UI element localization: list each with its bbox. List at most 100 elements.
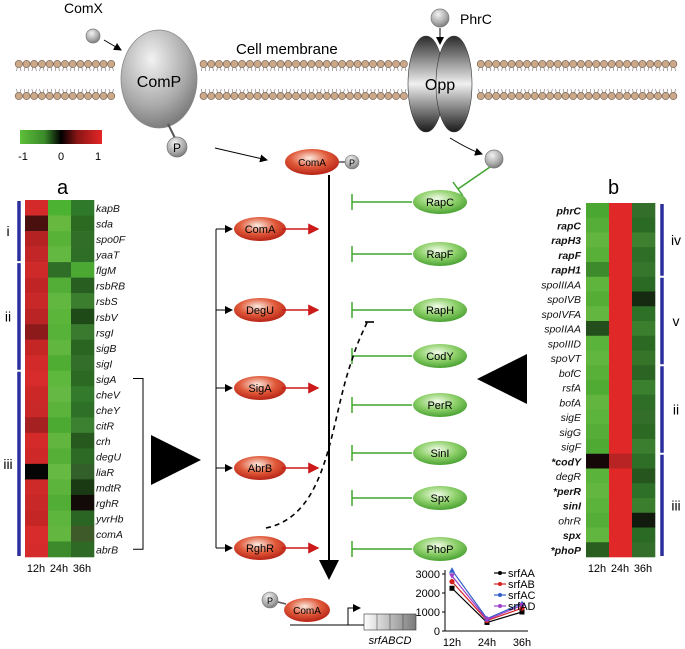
comx-arrow: [103, 39, 122, 51]
lipid-head: [284, 92, 293, 100]
gene-label: *phoP: [551, 545, 582, 557]
heatmap-cell: [632, 232, 656, 248]
heatmap-cell: [71, 417, 95, 434]
regulator-rapc: RapC: [351, 190, 467, 214]
heatmap-cell: [71, 494, 95, 511]
heatmap-cell: [586, 247, 610, 263]
heatmap-cell: [609, 262, 633, 278]
regulator-degu: DegU: [216, 298, 320, 322]
lipid-head: [561, 60, 570, 68]
heatmap-cell: [25, 432, 49, 449]
gene-label: rsgI: [96, 327, 114, 339]
lipid-head: [484, 92, 493, 100]
heatmap-cell: [25, 339, 49, 356]
x-tick-label: 24h: [478, 637, 496, 649]
color-scale: -1 0 1: [18, 130, 102, 163]
heatmap-b: phrCrapCrapH3rapFrapH1spoIIIAAspoIVBspoI…: [541, 203, 681, 575]
lipid-head: [600, 60, 608, 68]
heatmap-row: rsbV: [25, 308, 119, 325]
lipid-head: [630, 60, 639, 68]
heatmap-cell: [609, 380, 633, 396]
lipid-head: [91, 60, 100, 68]
heatmap-row: mdtR: [25, 479, 122, 496]
legend-marker: [498, 604, 502, 608]
heatmap-cell: [609, 306, 633, 322]
heatmap-row: citR: [25, 417, 115, 434]
heatmap-cell: [586, 512, 610, 528]
heatmap-cell: [632, 335, 656, 351]
lipid-head: [245, 92, 254, 100]
heatmap-cell: [71, 448, 95, 465]
heatmap-row: spx: [563, 527, 656, 543]
lipid-head: [546, 92, 554, 100]
lipid-head: [592, 60, 601, 68]
lipid-head: [499, 92, 508, 100]
lipid-head: [376, 60, 385, 68]
heatmap-cell: [632, 247, 656, 263]
heatmap-cell: [632, 217, 656, 233]
heatmap-cell: [609, 512, 633, 528]
comp-phosphate-label: P: [173, 141, 181, 155]
heatmap-cell: [71, 525, 95, 542]
regulator-spx: Spx: [351, 486, 467, 510]
scale-tick-neg: -1: [18, 151, 28, 163]
lipid-head: [523, 60, 531, 68]
panel-b-label: b: [608, 177, 619, 199]
group-label: v: [673, 313, 680, 329]
gene-label: sigI: [96, 358, 112, 370]
heatmap-cell: [25, 200, 49, 216]
heatmap-row: yvrHb: [25, 510, 124, 527]
lipid-head: [268, 92, 277, 100]
lipid-head: [61, 60, 69, 68]
heatmap-cell: [48, 541, 72, 558]
x-tick-label: 36h: [513, 637, 531, 649]
lipid-head: [553, 92, 562, 100]
heatmap-cell: [48, 277, 72, 294]
heatmap-row: rapC: [557, 217, 656, 233]
regulator-label: RapC: [426, 197, 454, 209]
heatmap-cell: [609, 453, 633, 469]
bottom-phosphate-label: P: [267, 596, 273, 606]
lipid-head: [399, 92, 408, 100]
heatmap-cell: [48, 370, 72, 387]
lipid-head: [530, 92, 539, 100]
lipid-head: [53, 60, 62, 68]
bottom-coma-link: [277, 601, 287, 605]
heatmap-cell: [25, 417, 49, 434]
data-point: [449, 585, 455, 591]
heatmap-cell: [609, 365, 633, 381]
heatmap-cell: [586, 409, 610, 425]
regulator-node: [234, 376, 286, 400]
heatmap-cell: [632, 262, 656, 278]
lipid-head: [338, 92, 347, 100]
lipid-head: [607, 60, 616, 68]
regulator-node: [413, 298, 467, 322]
gene-label: spoIIAA: [544, 324, 581, 336]
lipid-head: [330, 60, 339, 68]
lipid-head: [538, 60, 547, 68]
lipid-head: [345, 60, 354, 68]
regulator-node: [234, 298, 286, 322]
lipid-head: [276, 92, 285, 100]
comx-ligand: [85, 28, 101, 44]
phrc-inhibits-rapc: [457, 166, 491, 190]
heatmap-cell: [586, 394, 610, 410]
srfabcd-label: srfABCD: [369, 635, 412, 647]
legend-label: srfAC: [508, 590, 536, 602]
heatmap-cell: [25, 215, 49, 232]
lipid-head: [361, 92, 370, 100]
lipid-head: [338, 60, 347, 68]
lipid-head: [600, 92, 608, 100]
heatmap-cell: [609, 217, 633, 233]
gene-label: mdtR: [96, 482, 122, 494]
promoter-arrow: [347, 604, 361, 625]
heatmap-cell: [71, 215, 95, 232]
regulator-phop: PhoP: [351, 537, 467, 561]
heatmap-cell: [25, 277, 49, 294]
heatmap-cell: [48, 200, 72, 216]
comx-label: ComX: [64, 0, 104, 16]
lipid-head: [68, 92, 77, 100]
lipid-head: [515, 92, 524, 100]
heatmap-row: spo0F: [25, 231, 126, 247]
lipid-head: [646, 60, 655, 68]
